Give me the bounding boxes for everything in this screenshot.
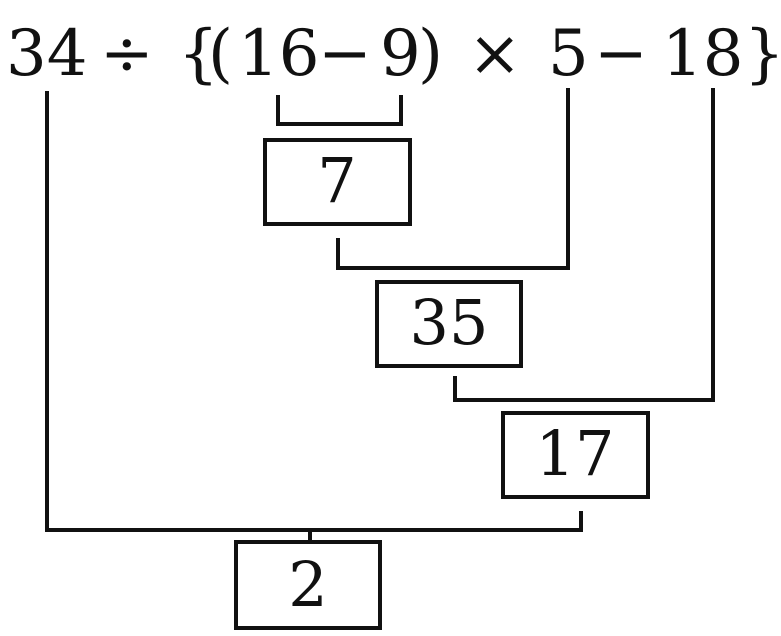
minus-sign-1: − [318, 17, 372, 91]
expression: 34 ÷ { ( 16 − 9 ) × 5 − 18 } [6, 17, 781, 91]
step-result-4: 2 [234, 540, 382, 630]
connector-step-3-to-4 [45, 91, 583, 532]
dividend: 34 [6, 17, 87, 91]
result-value: 2 [288, 548, 327, 621]
step-result-1: 7 [263, 138, 412, 226]
left-brace: { [178, 17, 219, 91]
times-sign: × [468, 17, 522, 91]
connectors [45, 88, 715, 542]
operand-b: 9 [380, 17, 421, 91]
divide-sign: ÷ [100, 17, 154, 91]
minus-sign-2: − [594, 17, 648, 91]
result-value: 7 [317, 144, 356, 217]
step-result-2: 35 [375, 280, 523, 368]
result-box [501, 411, 650, 499]
right-paren: ) [418, 17, 443, 91]
left-paren: ( [208, 17, 233, 91]
result-box [234, 540, 382, 630]
right-brace: } [744, 17, 781, 91]
result-box [375, 280, 523, 368]
operand-a: 16 [238, 17, 319, 91]
result-box [263, 138, 412, 226]
connector-step-1-to-2 [336, 88, 570, 270]
connector-step-2-to-3 [453, 88, 715, 402]
operand-c: 5 [548, 17, 589, 91]
result-value: 35 [410, 286, 489, 359]
step-result-3: 17 [501, 411, 650, 499]
connector-paren-group [276, 95, 403, 126]
result-value: 17 [536, 417, 615, 490]
operand-d: 18 [662, 17, 743, 91]
